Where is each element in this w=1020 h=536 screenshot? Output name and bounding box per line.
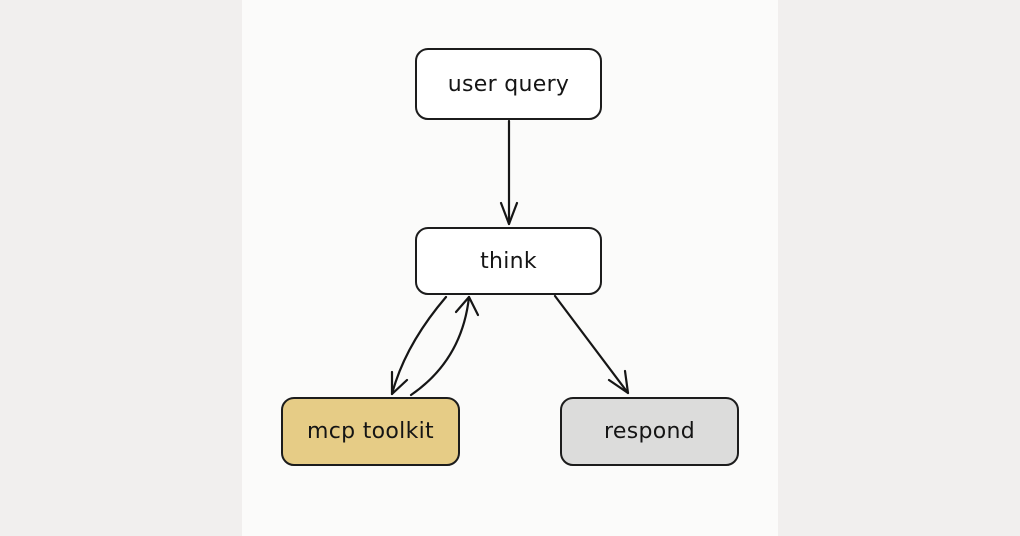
node-think: think — [415, 227, 602, 295]
node-respond: respond — [560, 397, 739, 466]
node-label: respond — [604, 419, 695, 444]
node-label: mcp toolkit — [307, 419, 434, 444]
node-user-query: user query — [415, 48, 602, 120]
node-label: user query — [447, 71, 570, 97]
node-label: think — [480, 248, 537, 274]
node-mcp-toolkit: mcp toolkit — [281, 397, 460, 466]
